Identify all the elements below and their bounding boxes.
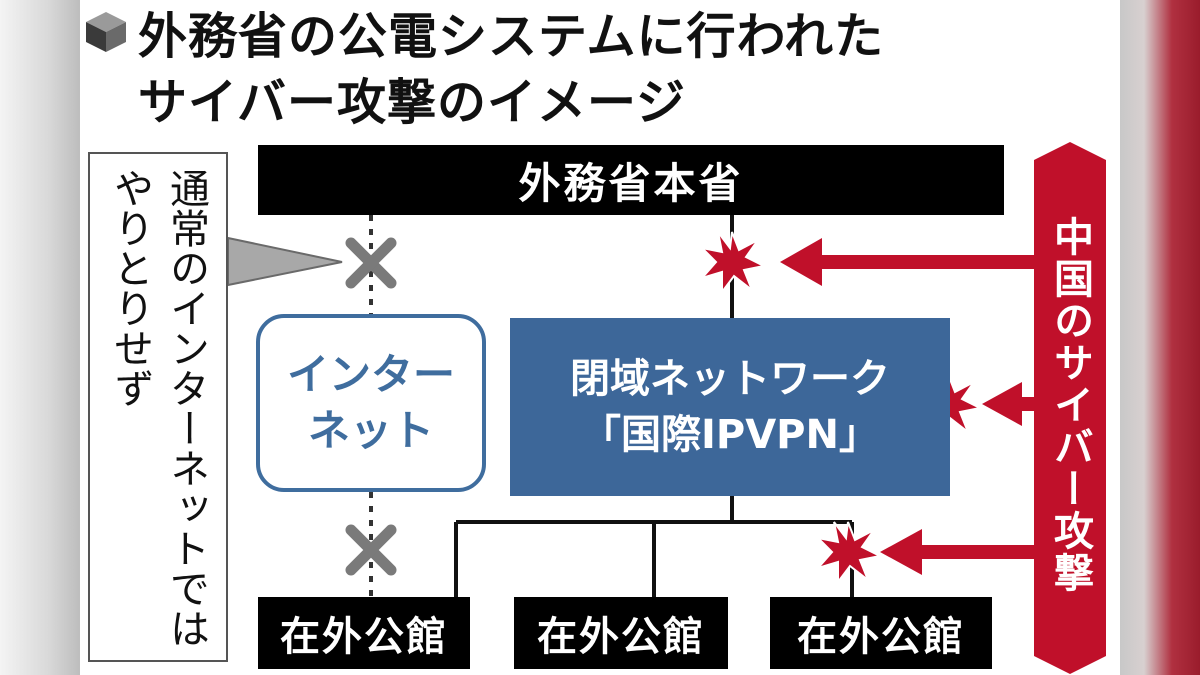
connection-layer [227, 142, 1106, 674]
note-box: 通常のインターネットではやりとりせず [88, 152, 228, 662]
diagram-panel: 外務省の公電システムに行われた サイバー攻撃のイメージ [80, 0, 1120, 675]
explosion-icon [814, 521, 884, 585]
arrow-icon [780, 238, 1036, 286]
embassy-box-2: 在外公館 [514, 597, 728, 669]
callout-pointer [227, 236, 343, 287]
cube-icon [86, 12, 126, 52]
headquarters-box: 外務省本省 [258, 145, 1004, 215]
note-text: 通常のインターネットではやりとりせず [107, 168, 209, 648]
internet-box: インター ネット [256, 314, 486, 492]
cross-icon [345, 237, 397, 289]
attack-label-text: 中国のサイバー攻撃 [1047, 216, 1093, 594]
right-margin [1120, 0, 1200, 675]
cross-icon [345, 524, 397, 576]
embassy-box-3: 在外公館 [770, 597, 992, 669]
arrow-icon [880, 529, 1036, 575]
left-margin [0, 0, 80, 675]
arrow-icon [982, 382, 1036, 426]
closed-network-box: 閉域ネットワーク 「国際IPVPN」 [510, 318, 950, 496]
attack-banner [1034, 142, 1106, 674]
title-line-2: サイバー攻撃のイメージ [138, 74, 687, 131]
diagram-title: 外務省の公電システムに行われた サイバー攻撃のイメージ [138, 4, 1098, 136]
attack-label: 中国のサイバー攻撃 [1038, 150, 1102, 660]
title-line-1: 外務省の公電システムに行われた [138, 8, 885, 65]
explosion-icon [698, 231, 768, 295]
embassy-box-1: 在外公館 [258, 597, 470, 669]
